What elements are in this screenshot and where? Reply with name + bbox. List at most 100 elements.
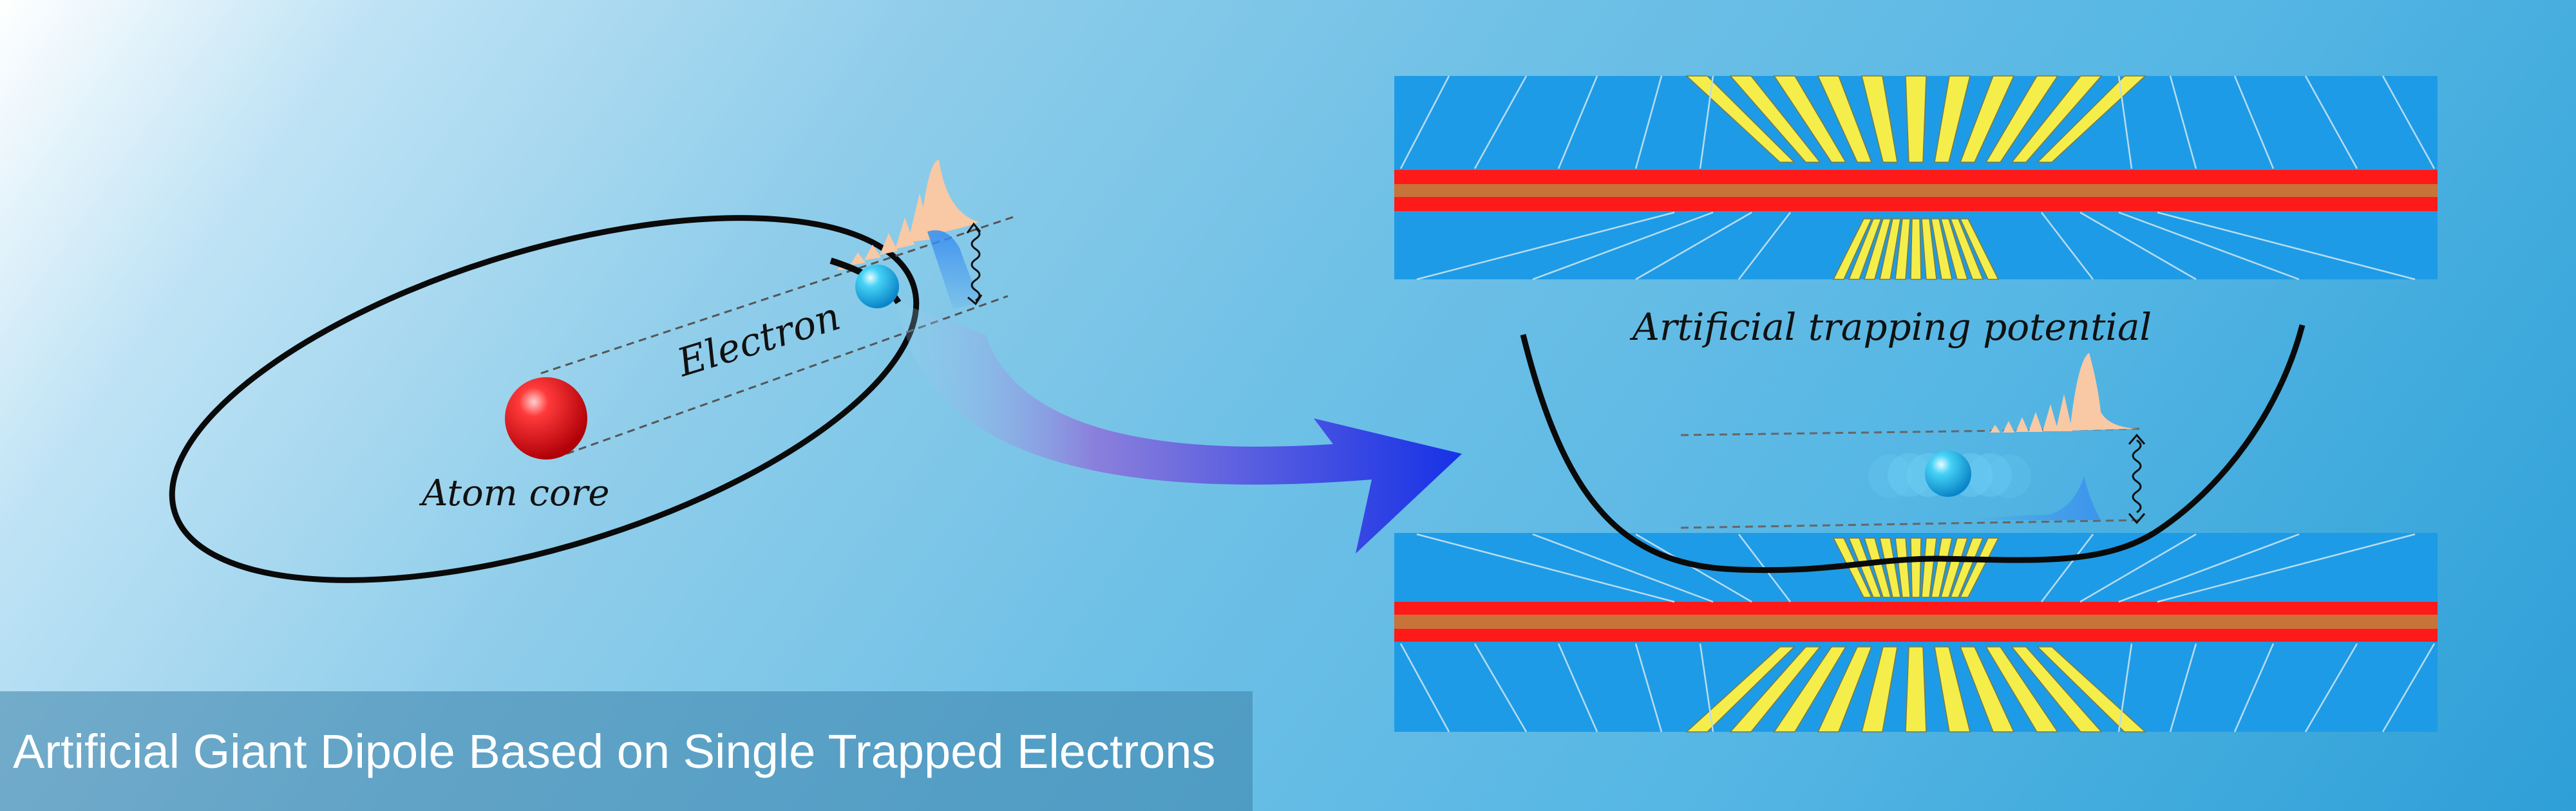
upper-yellow-electrode — [1848, 218, 1882, 280]
upper-bronze-band — [1394, 184, 2438, 197]
lower-yellow-electrode — [1861, 646, 1898, 732]
upper-radial-line — [1635, 211, 1752, 281]
trap-arrowhead-top — [2128, 433, 2146, 445]
caption-text: Artificial Giant Dipole Based on Single … — [13, 724, 1216, 778]
upper-radial-line — [1557, 75, 1598, 169]
upper-radial-line — [1634, 75, 1663, 169]
lower-electrode-block — [1394, 533, 2438, 732]
lower-radial-line — [1399, 643, 1450, 732]
lower-radial-line — [2233, 643, 2275, 732]
lower-yellow-electrode — [2011, 646, 2103, 732]
trapped-electron-sphere — [1925, 451, 1971, 497]
upper-radial-line — [2157, 211, 2416, 281]
lower-yellow-electrode — [1940, 537, 1969, 598]
upper-radial-line — [2117, 75, 2133, 169]
trap-illustration: Artificial trapping potential — [1394, 75, 2438, 732]
upper-yellow-electrode — [1879, 218, 1901, 280]
lower-radial-line — [2118, 533, 2300, 603]
upper-radial-line — [1699, 75, 1714, 169]
lower-yellow-electrode — [1773, 646, 1847, 732]
upper-yellow-electrode — [2011, 75, 2103, 163]
wave-packet-peach — [837, 160, 979, 270]
trap-guide-lower — [1680, 519, 2145, 529]
upper-yellow-electrode — [1949, 218, 1984, 280]
upper-radial-lines-bottom — [1416, 211, 2416, 281]
upper-yellow-electrode — [1895, 218, 1911, 280]
lower-yellow-electrode — [1848, 537, 1882, 598]
upper-yellow-electrode — [1905, 75, 1927, 163]
upper-yellow-electrode — [1985, 75, 2059, 163]
upper-yellow-electrode — [1959, 75, 2015, 163]
lower-radial-line — [1532, 533, 1714, 603]
atom-core-label: Atom core — [419, 472, 610, 514]
lower-yellow-electrode — [2036, 646, 2146, 732]
lower-radial-line — [1634, 643, 1663, 732]
caption-banner: Artificial Giant Dipole Based on Single … — [0, 691, 1253, 811]
lower-radial-line — [1557, 643, 1598, 732]
upper-yellow-electrode — [1910, 218, 1922, 280]
lower-radial-lines-bottom — [1399, 643, 2436, 732]
lower-yellow-electrode — [1863, 537, 1891, 598]
lower-yellow-electrode — [1817, 646, 1873, 732]
trapping-potential-curve — [1520, 324, 2306, 573]
electron-sphere — [855, 265, 899, 308]
wave-packet-blue — [927, 230, 982, 309]
trap-wave-packet-peach — [1990, 353, 2138, 433]
lower-radial-line — [2157, 533, 2416, 603]
upper-yellow-electrodes-bottom — [1832, 218, 2000, 280]
upper-radial-line — [2169, 75, 2197, 169]
lower-yellow-electrodes-bottom — [1685, 646, 2146, 732]
upper-yellow-electrode — [1863, 218, 1891, 280]
upper-yellow-electrode — [1685, 75, 1795, 163]
lower-radial-line — [2382, 643, 2436, 732]
upper-radial-line — [2041, 212, 2094, 280]
upper-radial-line — [2382, 75, 2436, 169]
upper-radial-line — [1473, 75, 1528, 169]
lower-yellow-electrode — [1905, 646, 1927, 732]
upper-radial-line — [2304, 75, 2358, 169]
upper-radial-lines-top — [1399, 75, 2436, 169]
lower-radial-lines-top — [1416, 533, 2416, 603]
trap-wave-packet-blue — [1971, 476, 2101, 520]
upper-radial-line — [1416, 211, 1675, 281]
upper-red-band-1 — [1394, 170, 2438, 184]
lower-radial-line — [1699, 643, 1714, 732]
upper-yellow-electrode — [1921, 218, 1937, 280]
upper-electrode-block — [1394, 75, 2438, 281]
upper-yellow-electrode — [1934, 75, 1971, 163]
electron-label: Electron — [672, 294, 846, 386]
upper-yellow-electrode — [1931, 218, 1953, 280]
transition-arrow-body — [898, 303, 1462, 554]
lower-radial-line — [1416, 533, 1675, 603]
lower-yellow-electrode — [1729, 646, 1821, 732]
trap-oscillation-arrow — [2132, 439, 2142, 514]
atom-core-sphere — [505, 377, 587, 460]
upper-yellow-electrodes-top — [1685, 75, 2146, 163]
trap-arrowhead-bottom — [2128, 513, 2146, 525]
trapping-potential-label: Artificial trapping potential — [1629, 305, 2152, 349]
upper-radial-line — [1532, 211, 1714, 281]
electron-orbit — [169, 215, 920, 583]
lower-yellow-electrode — [1934, 646, 1971, 732]
upper-radial-line — [1738, 212, 1791, 280]
lower-radial-line — [2079, 533, 2197, 603]
lower-yellow-electrode — [1985, 646, 2059, 732]
lower-yellow-electrode — [1921, 537, 1937, 598]
upper-radial-line — [1399, 75, 1450, 169]
upper-radial-line — [2233, 75, 2275, 169]
upper-yellow-electrode — [1773, 75, 1847, 163]
lower-radial-line — [1473, 643, 1528, 732]
lower-bronze-band — [1394, 615, 2438, 629]
upper-red-band-2 — [1394, 197, 2438, 211]
lower-yellow-electrode — [1949, 537, 1984, 598]
upper-yellow-electrode — [1861, 75, 1898, 163]
lower-yellow-electrode — [1910, 537, 1922, 598]
dipole-arrowhead-top — [966, 222, 981, 234]
upper-radial-line — [2118, 211, 2300, 281]
upper-yellow-electrode — [1729, 75, 1821, 163]
lower-red-band-2 — [1394, 629, 2438, 642]
lower-yellow-electrode — [1959, 537, 2000, 598]
lower-radial-line — [1635, 533, 1752, 603]
upper-yellow-electrode — [2036, 75, 2146, 163]
